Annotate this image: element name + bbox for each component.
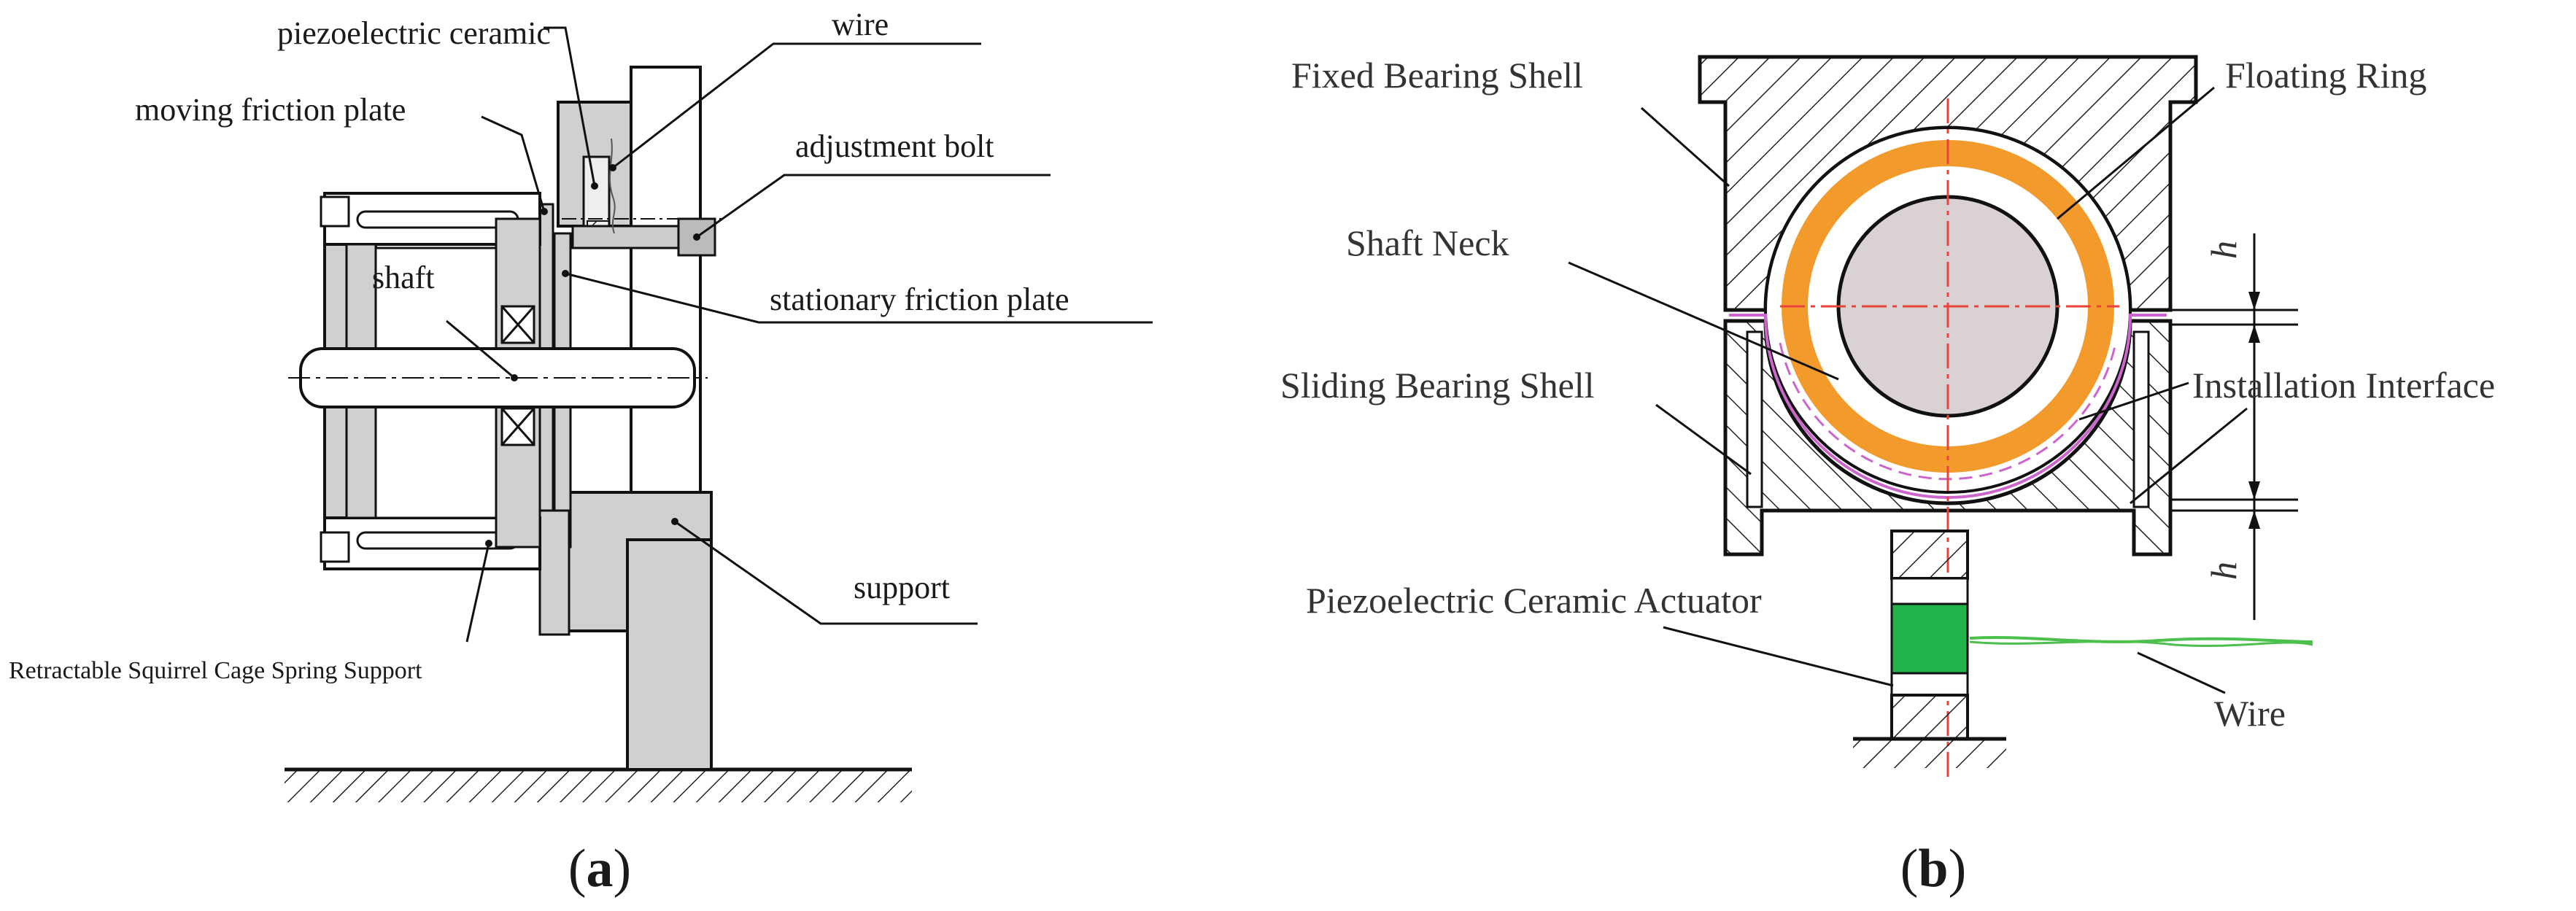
leader-piezo-actuator [1663, 626, 1894, 687]
leader-adjustment-bolt [696, 174, 1051, 239]
leader-sliding-bearing-shell [1655, 403, 1752, 476]
piezo-ceramic-stack [582, 155, 611, 231]
leader-installation-interface-b [2130, 407, 2248, 505]
leader-fixed-bearing-shell [1641, 106, 1730, 187]
actuator-top-block [1890, 530, 1969, 580]
caption-a: (a) [568, 839, 631, 899]
leader-stationary-friction-plate [565, 272, 1153, 324]
leader-wire-b [2137, 651, 2226, 694]
label-adjustment-bolt: adjustment bolt [795, 128, 994, 164]
actuator-base-block [1890, 694, 1969, 740]
wire-squiggle [608, 138, 616, 234]
cage-rib-top [356, 210, 519, 229]
actuator-ground-hatch [1853, 739, 2006, 768]
label-support: support [854, 570, 950, 605]
label-piezoelectric-ceramic: piezoelectric ceramic [277, 15, 551, 51]
label-fixed-bearing-shell: Fixed Bearing Shell [1291, 55, 1583, 96]
piezo-ceramic-actuator [1890, 602, 1969, 675]
leader-shaft [446, 319, 515, 379]
leader-floating-ring [2057, 86, 2215, 220]
label-wire-a: wire [832, 7, 889, 42]
leader-squirrel-cage [465, 543, 490, 643]
label-shaft: shaft [372, 260, 435, 295]
label-floating-ring: Floating Ring [2225, 55, 2426, 96]
lower-flange [538, 509, 570, 636]
wire-b [1969, 635, 2313, 643]
leader-shaft-neck [1568, 261, 1839, 381]
leader-installation-interface-a [2078, 381, 2189, 421]
flange-bolt-bottom [320, 531, 350, 563]
leader-wire [612, 42, 981, 169]
label-installation-interface: Installation Interface [2192, 365, 2495, 406]
leader-moving-friction-plate [481, 115, 546, 212]
label-piezo-actuator: Piezoelectric Ceramic Actuator [1306, 580, 1762, 621]
label-h-bottom: h [2203, 562, 2244, 580]
label-h-top: h [2203, 241, 2244, 259]
label-shaft-neck: Shaft Neck [1346, 222, 1509, 263]
panel-b-drawing [1568, 55, 2313, 777]
cage-rib-bottom [356, 531, 519, 550]
leader-support [674, 520, 978, 625]
leader-piezoelectric-ceramic [544, 26, 596, 187]
ground-hatch [285, 769, 912, 802]
label-squirrel-cage: Retractable Squirrel Cage Spring Support [9, 657, 422, 684]
support-upper-plate [630, 66, 702, 494]
label-moving-friction-plate: moving friction plate [135, 92, 406, 128]
caption-b: (b) [1900, 839, 1966, 899]
label-stationary-friction-plate: stationary friction plate [770, 282, 1070, 317]
flange-bolt-top [320, 195, 350, 228]
panel-a-drawing [285, 26, 1153, 802]
label-wire-b: Wire [2214, 693, 2286, 734]
label-sliding-bearing-shell: Sliding Bearing Shell [1280, 365, 1595, 406]
